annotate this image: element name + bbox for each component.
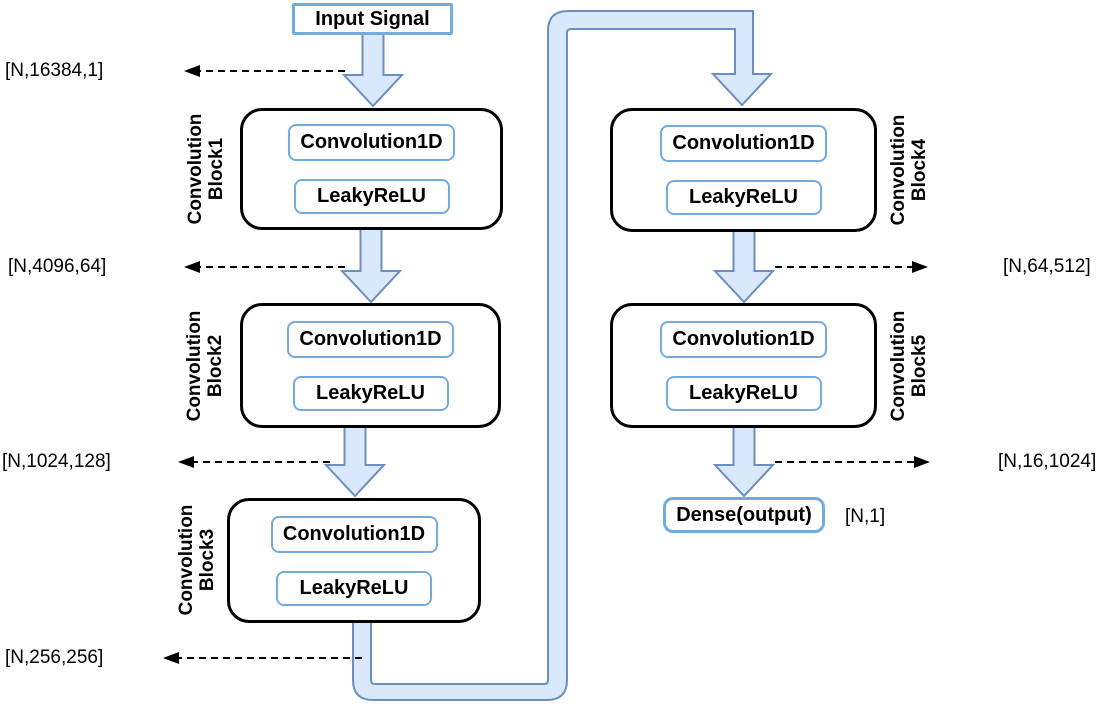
input-signal-box: Input Signal xyxy=(292,3,453,35)
block-title-3: Convolution Block3 xyxy=(176,505,218,616)
dim-arrow-right-1 xyxy=(775,261,928,273)
block-title-5: Convolution Block5 xyxy=(888,311,930,422)
block-title-line: Convolution xyxy=(185,113,206,225)
skip-connection-pipe xyxy=(352,10,774,701)
flow-arrow-block4-block5 xyxy=(712,230,776,304)
block-title-line: Block1 xyxy=(206,137,227,201)
layer-convolution1d: Convolution1D xyxy=(288,124,455,161)
dim-label-output: [N,1] xyxy=(845,506,886,527)
layer-convolution1d: Convolution1D xyxy=(270,515,438,553)
conv-block-5: Convolution1D LeakyReLU xyxy=(610,303,877,428)
conv-block-1: Convolution1D LeakyReLU xyxy=(240,108,503,230)
block-title-line: Block4 xyxy=(909,138,930,202)
conv-block-3: Convolution1D LeakyReLU xyxy=(227,498,481,623)
dim-arrow-left-4 xyxy=(163,652,362,664)
layer-leakyrelu: LeakyReLU xyxy=(276,570,432,606)
layer-leakyrelu: LeakyReLU xyxy=(292,375,449,411)
block-title-line: Convolution xyxy=(176,504,197,616)
flow-arrow-block5-dense xyxy=(712,426,776,498)
layer-convolution1d: Convolution1D xyxy=(660,125,827,162)
dim-label-left-2: [N,4096,64] xyxy=(8,256,107,277)
layer-convolution1d: Convolution1D xyxy=(287,320,454,358)
flow-arrow-block1-block2 xyxy=(339,228,403,304)
layer-leakyrelu: LeakyReLU xyxy=(665,375,822,411)
block-title-line: Block5 xyxy=(909,334,930,398)
flow-arrow-input-block1 xyxy=(341,33,405,108)
dim-arrow-left-1 xyxy=(184,65,345,77)
layer-leakyrelu: LeakyReLU xyxy=(665,180,822,215)
dense-output-box: Dense(output) xyxy=(663,497,825,533)
block-title-line: Block3 xyxy=(197,528,218,592)
dim-arrow-right-2 xyxy=(775,456,930,468)
block-title-line: Convolution xyxy=(184,310,205,422)
block-title-line: Convolution xyxy=(888,310,909,422)
dim-label-left-3: [N,1024,128] xyxy=(2,451,111,472)
dim-label-left-4: [N,256,256] xyxy=(5,647,104,668)
block-title-4: Convolution Block4 xyxy=(888,115,930,226)
block-title-line: Block2 xyxy=(205,334,226,398)
block-title-line: Convolution xyxy=(888,114,909,226)
block-title-2: Convolution Block2 xyxy=(184,311,226,422)
block-title-1: Convolution Block1 xyxy=(185,114,227,225)
dim-arrow-left-3 xyxy=(178,456,330,468)
layer-convolution1d: Convolution1D xyxy=(660,320,827,358)
layer-leakyrelu: LeakyReLU xyxy=(293,179,450,214)
flow-arrow-block2-block3 xyxy=(323,426,387,498)
conv-block-4: Convolution1D LeakyReLU xyxy=(610,108,877,232)
dim-label-left-1: [N,16384,1] xyxy=(5,60,104,81)
dim-label-right-1: [N,64,512] xyxy=(1003,256,1091,277)
dim-arrow-left-2 xyxy=(184,261,345,273)
dim-label-right-2: [N,16,1024] xyxy=(998,451,1097,472)
conv-block-2: Convolution1D LeakyReLU xyxy=(240,303,501,428)
